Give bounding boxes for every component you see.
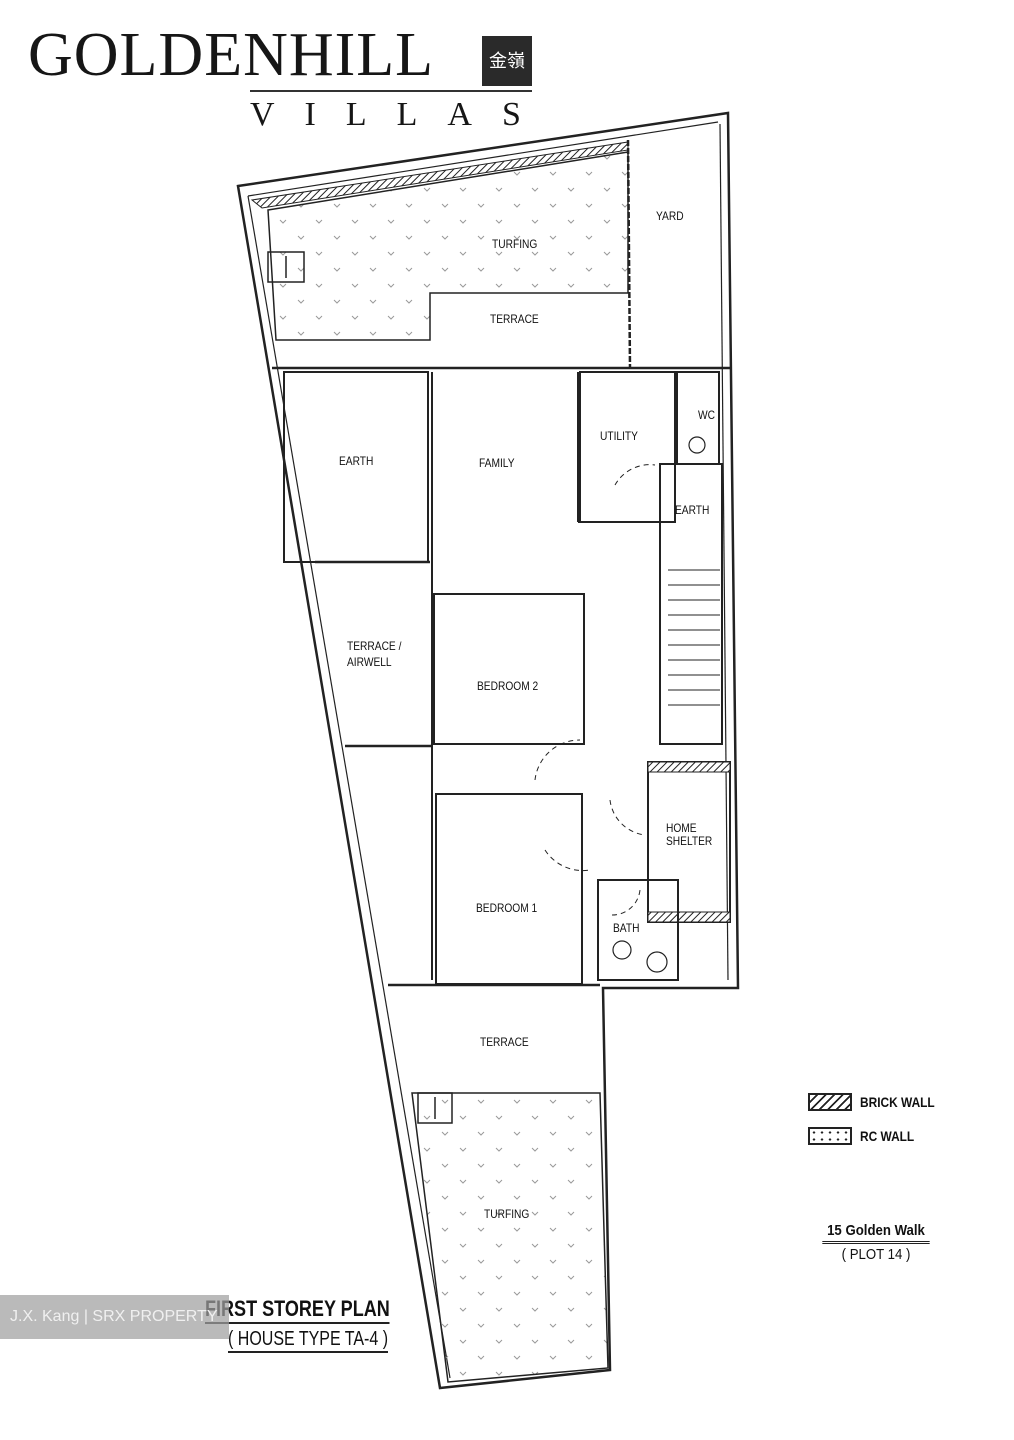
plan-title: FIRST STOREY PLAN — [205, 1296, 390, 1324]
plan-subtitle: ( HOUSE TYPE TA-4 ) — [228, 1328, 389, 1353]
room-label-terrace-top: TERRACE — [490, 312, 539, 326]
brand-sub-text: VILLAS — [250, 96, 551, 133]
room-label-bedroom-1: BEDROOM 1 — [476, 901, 538, 915]
room-label-earth-right: EARTH — [675, 503, 710, 517]
room-label-earth-left: EARTH — [339, 454, 374, 468]
room-label-turfing-bottom: TURFING — [484, 1207, 530, 1221]
brick-wall-swatch-icon — [808, 1093, 852, 1111]
room-label-home-shelter-2: SHELTER — [666, 834, 713, 848]
room-label-yard: YARD — [656, 209, 684, 223]
logo-divider — [250, 90, 532, 92]
room-label-terrace-airwell-2: AIRWELL — [347, 655, 392, 669]
room-label-turfing-top: TURFING — [492, 237, 538, 251]
legend-label: BRICK WALL — [860, 1094, 935, 1110]
address-line: 15 Golden Walk — [822, 1222, 930, 1244]
room-label-bedroom-2: BEDROOM 2 — [477, 679, 539, 693]
room-label-terrace-airwell-1: TERRACE / — [347, 639, 402, 653]
room-label-bath: BATH — [613, 921, 640, 935]
room-label-utility: UTILITY — [600, 429, 638, 443]
room-label-family: FAMILY — [479, 456, 515, 470]
room-label-terrace-bottom: TERRACE — [480, 1035, 529, 1049]
address-block: 15 Golden Walk ( PLOT 14 ) — [815, 1222, 937, 1263]
room-label-home-shelter-1: HOME — [666, 821, 697, 835]
watermark: J.X. Kang | SRX PROPERTY — [0, 1295, 229, 1339]
brand-logo-text: GOLDENHILL — [28, 21, 435, 89]
room-label-wc: WC — [698, 408, 715, 422]
legend-item-brick-wall: BRICK WALL — [808, 1093, 948, 1111]
rc-wall-swatch-icon — [808, 1127, 852, 1145]
legend: BRICK WALL RC WALL — [808, 1093, 948, 1161]
plot-number: ( PLOT 14 ) — [841, 1246, 911, 1263]
legend-label: RC WALL — [860, 1128, 915, 1144]
legend-item-rc-wall: RC WALL — [808, 1127, 948, 1145]
brand-seal-icon: 金嶺 — [482, 36, 532, 86]
